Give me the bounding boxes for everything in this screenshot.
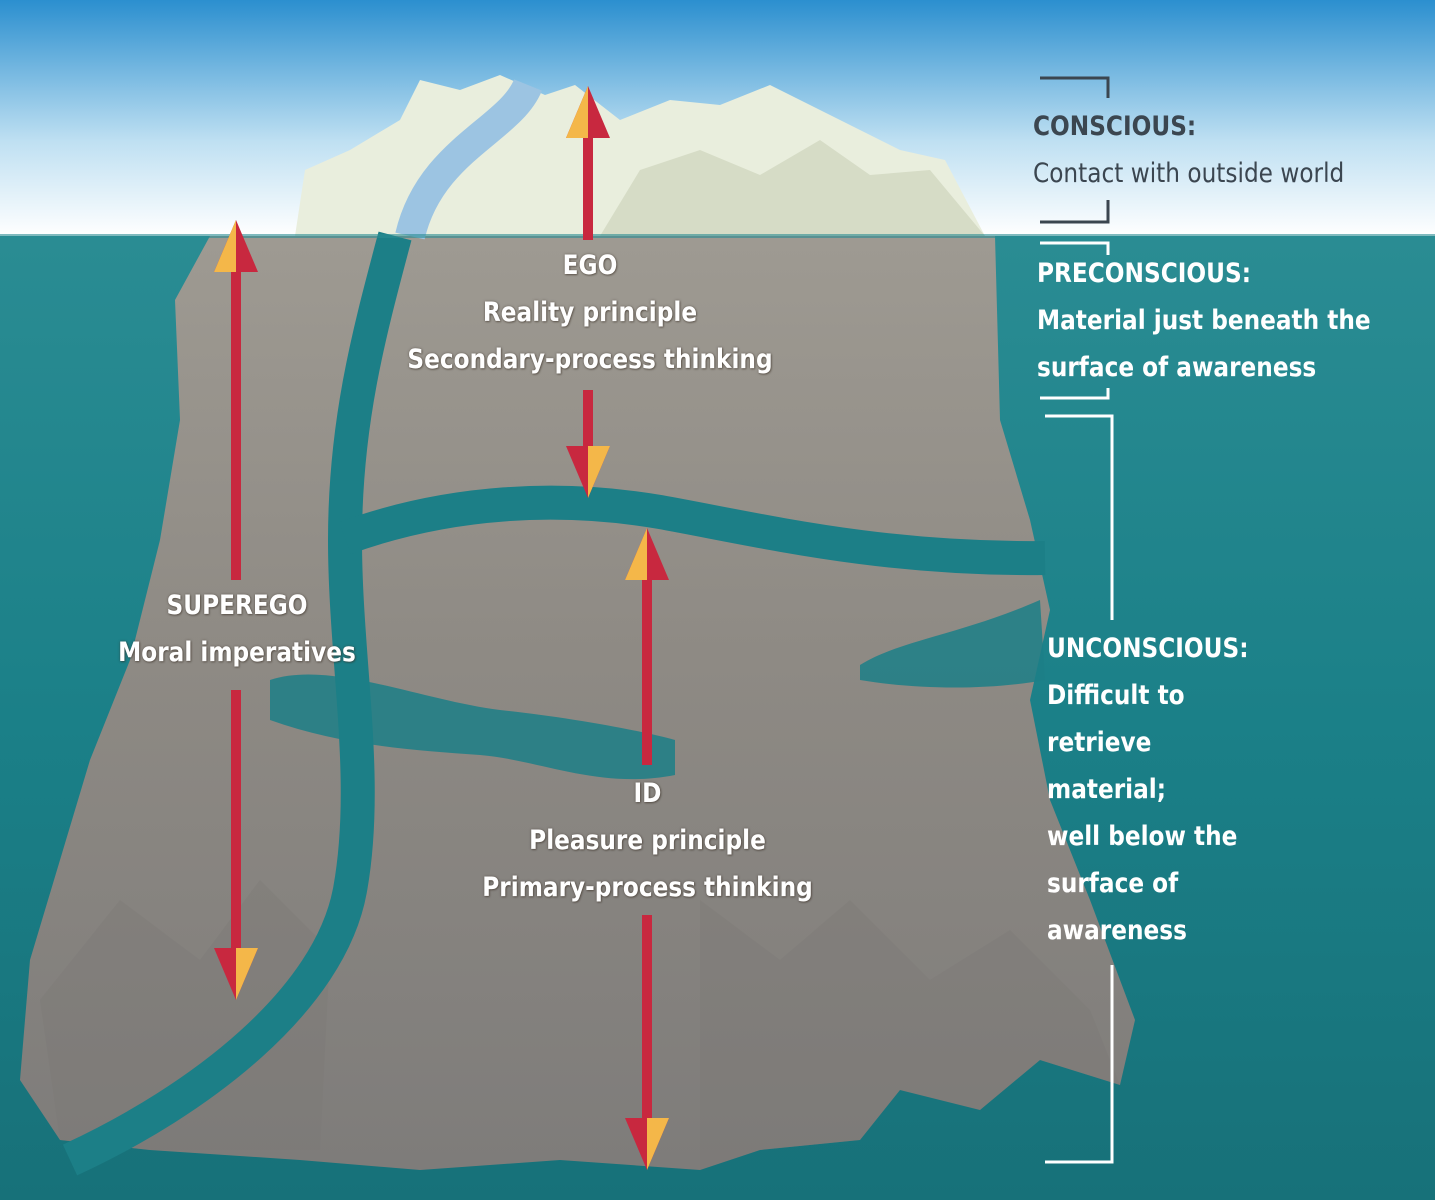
arrow-ego [566, 86, 610, 498]
superego-label-title: SUPEREGO [166, 590, 308, 621]
unconscious-description-line-1: Difficult to [1047, 680, 1185, 711]
superego-label: SUPEREGO Moral imperatives [108, 582, 366, 676]
ego-label-principle: Reality principle [482, 297, 698, 328]
conscious-description: Contact with outside world [1033, 158, 1345, 189]
channel-tip [395, 78, 542, 240]
bracket-preconscious [1040, 241, 1110, 400]
preconscious-title: PRECONSCIOUS: [1037, 258, 1251, 289]
water-inlet-left [270, 674, 675, 780]
unconscious-level: UNCONSCIOUS: Difficult to retrieve mater… [1047, 625, 1249, 954]
iceberg-facet [40, 880, 330, 1150]
id-label-thinking: Primary-process thinking [482, 872, 813, 903]
unconscious-description-line-5: surface of [1047, 868, 1179, 899]
unconscious-description-line-6: awareness [1047, 915, 1187, 946]
id-label-principle: Pleasure principle [529, 825, 766, 856]
preconscious-description-line-2: surface of awareness [1037, 352, 1317, 383]
arrow-superego [214, 220, 258, 1000]
preconscious-level: PRECONSCIOUS: Material just beneath the … [1037, 250, 1371, 391]
bracket-conscious [1040, 76, 1110, 224]
iceberg-tip-shade [600, 140, 985, 236]
iceberg-submerged [20, 236, 1135, 1170]
channel-horizontal [339, 485, 1046, 576]
arrow-id [625, 528, 669, 1170]
bracket-unconscious [1045, 414, 1114, 1164]
water-surface [0, 234, 1435, 238]
conscious-level: CONSCIOUS: Contact with outside world [1033, 103, 1344, 197]
preconscious-description-line-1: Material just beneath the [1037, 305, 1371, 336]
superego-label-description: Moral imperatives [118, 637, 356, 668]
unconscious-description-line-3: material; [1047, 774, 1167, 805]
channel-vertical [62, 231, 412, 1176]
ego-label: EGO Reality principle Secondary-process … [392, 242, 788, 383]
id-label: ID Pleasure principle Primary-process th… [452, 770, 843, 911]
conscious-title: CONSCIOUS: [1033, 111, 1197, 142]
unconscious-description-line-4: well below the [1047, 821, 1238, 852]
ego-label-thinking: Secondary-process thinking [407, 344, 773, 375]
unconscious-title: UNCONSCIOUS: [1047, 633, 1249, 664]
id-label-title: ID [633, 778, 662, 809]
unconscious-description-line-2: retrieve [1047, 727, 1152, 758]
ego-label-title: EGO [562, 250, 618, 281]
water-inlet-right [860, 600, 1045, 688]
iceberg-facet [700, 900, 1120, 1170]
